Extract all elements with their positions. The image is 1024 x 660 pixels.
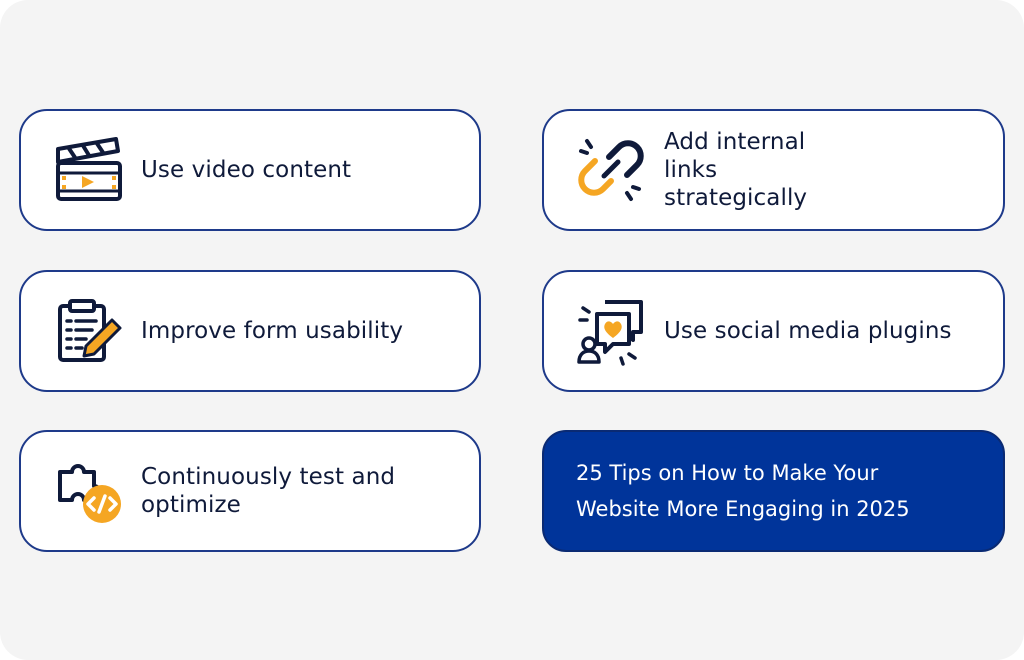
tip-label: Continuously test and optimize xyxy=(141,464,396,518)
tip-card-test-optimize: Continuously test and optimize xyxy=(19,430,481,552)
tip-label: Use video content xyxy=(141,157,352,183)
clipboard-pencil-icon xyxy=(53,295,125,367)
video-clapperboard-icon xyxy=(53,134,125,206)
puzzle-code-icon xyxy=(53,455,125,527)
tip-card-social-plugins: Use social media plugins xyxy=(542,270,1005,392)
article-title-card: 25 Tips on How to Make Your Website More… xyxy=(542,430,1005,552)
tip-card-video-content: Use video content xyxy=(19,109,481,231)
tip-card-form-usability: Improve form usability xyxy=(19,270,481,392)
tip-label: Improve form usability xyxy=(141,318,404,344)
tip-label: Use social media plugins xyxy=(664,318,952,344)
tip-card-internal-links: Add internal links strategically xyxy=(542,109,1005,231)
social-chat-icon xyxy=(576,295,648,367)
chain-link-icon xyxy=(576,134,648,206)
article-title: 25 Tips on How to Make Your Website More… xyxy=(576,461,910,521)
tip-label: Add internal links strategically xyxy=(664,129,808,211)
